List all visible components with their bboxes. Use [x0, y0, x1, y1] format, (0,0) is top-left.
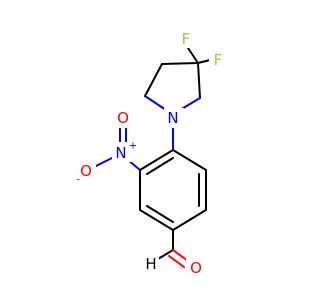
bond-c3-c4: [172, 209, 207, 231]
atom-f1: F: [182, 30, 191, 48]
atom-n-nitro-charge: +: [129, 141, 137, 152]
bond-cf2-f2: [197, 59, 211, 64]
bond-n-ring-ch2-a: [144, 95, 167, 111]
atom-f2: F: [214, 51, 223, 69]
bond-c6-c1-inner: [146, 157, 174, 175]
bond-cho-h: [157, 249, 174, 260]
pyrrolidine-bonds: [144, 47, 211, 151]
bond-c1-c2: [172, 149, 207, 171]
atom-h-aldehyde: H: [145, 255, 156, 273]
atom-n-nitro: N: [115, 144, 126, 162]
atom-n-ring: N: [167, 109, 178, 127]
bond-cf2-ch2: [197, 62, 201, 99]
atom-o-nitro-left: O: [80, 162, 92, 180]
bond-n-o-left: [95, 157, 113, 167]
aldehyde-group: [157, 229, 189, 268]
atom-o-nitro-top: O: [117, 109, 129, 127]
atom-labels: F F N N + O O - O H: [76, 28, 227, 278]
bond-c-o-aldehyde-a: [172, 249, 189, 262]
bond-c-o-aldehyde-b: [168, 255, 185, 268]
bond-ch2-cf2: [161, 62, 199, 65]
bond-ch2-ch2: [144, 63, 163, 97]
bond-c4-c5: [139, 209, 174, 231]
atom-o-nitro-left-charge: -: [76, 175, 80, 186]
bond-c4-c5-inner: [146, 205, 174, 223]
structure-diagram: F F N N + O O - O H: [76, 28, 227, 278]
bond-c6-c1: [139, 149, 174, 171]
benzene-ring-bonds: [139, 149, 207, 231]
bond-cf2-f1: [187, 47, 199, 64]
atom-o-aldehyde: O: [190, 259, 202, 277]
